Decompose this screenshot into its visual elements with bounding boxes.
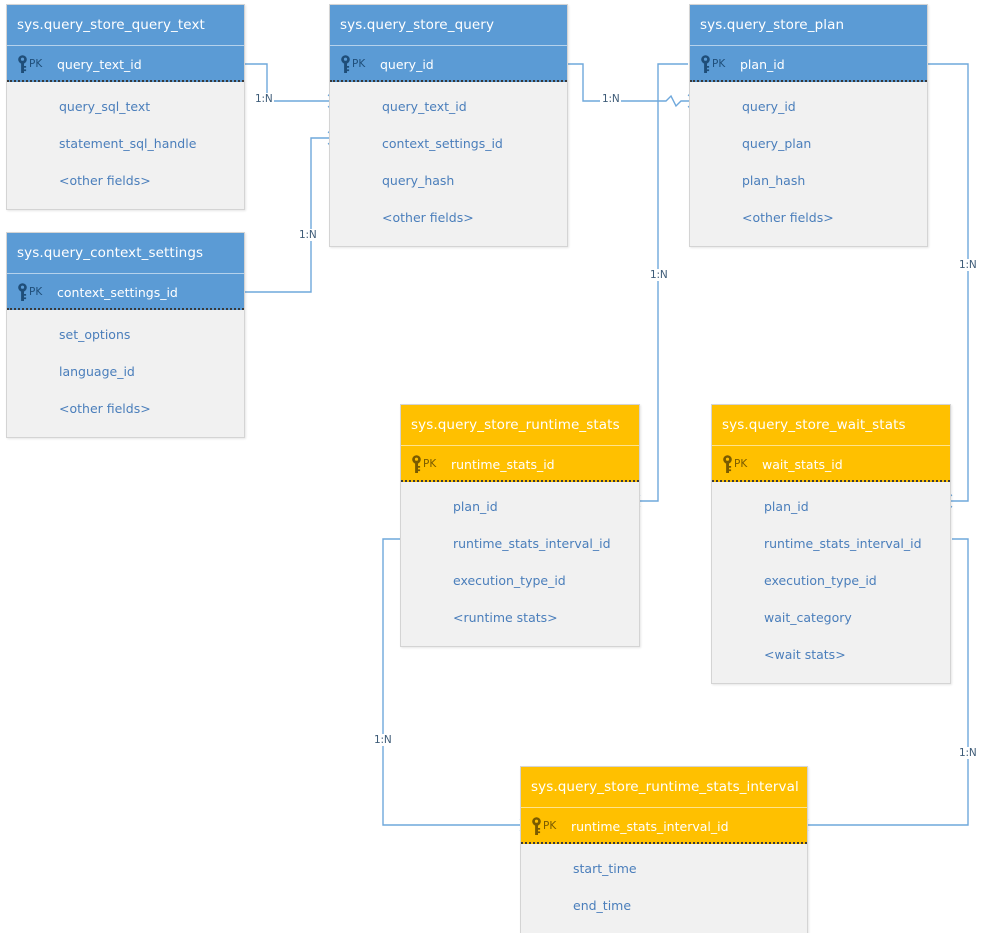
cardinality-label-wait-to-interval: 1:N (957, 747, 979, 759)
entity-field-list: query_id query_plan plan_hash <other fie… (690, 82, 927, 246)
field-row: execution_type_id (453, 573, 566, 588)
entity-primary-key-row[interactable]: PK wait_stats_id (712, 445, 950, 482)
pk-field-name: runtime_stats_interval_id (571, 819, 729, 834)
field-row: <other fields> (59, 173, 151, 188)
entity-title: sys.query_store_plan (690, 5, 927, 45)
field-row: <other fields> (382, 210, 474, 225)
field-row: <other fields> (742, 210, 834, 225)
pk-badge: PK (29, 286, 43, 298)
field-row: runtime_stats_interval_id (453, 536, 611, 551)
entity-title: sys.query_context_settings (7, 233, 244, 273)
pk-field-name: query_id (380, 57, 434, 72)
cardinality-label-plan-to-wait-stats: 1:N (957, 259, 979, 271)
entity-field-list: plan_id runtime_stats_interval_id execut… (401, 482, 639, 646)
entity-query-store-runtime-stats[interactable]: sys.query_store_runtime_stats PK runtime… (400, 404, 640, 647)
entity-query-store-plan[interactable]: sys.query_store_plan PK plan_id query_id… (689, 4, 928, 247)
entity-field-list: start_time end_time (521, 844, 807, 933)
entity-primary-key-row[interactable]: PK query_id (330, 45, 567, 82)
entity-title: sys.query_store_runtime_stats_interval (521, 767, 807, 807)
cardinality-label-plan-to-runtime-stats: 1:N (648, 269, 670, 281)
connector-settings-to-query (245, 131, 343, 293)
entity-title: sys.query_store_query_text (7, 5, 244, 45)
entity-field-list: set_options language_id <other fields> (7, 310, 244, 437)
pk-field-name: context_settings_id (57, 285, 178, 300)
entity-primary-key-row[interactable]: PK context_settings_id (7, 273, 244, 310)
key-icon (412, 455, 421, 473)
entity-title: sys.query_store_wait_stats (712, 405, 950, 445)
field-row: plan_id (764, 499, 809, 514)
field-row: set_options (59, 327, 131, 342)
key-icon (723, 455, 732, 473)
key-icon (701, 55, 710, 73)
entity-primary-key-row[interactable]: PK query_text_id (7, 45, 244, 82)
key-icon (18, 283, 27, 301)
cardinality-label-text-to-query: 1:N (253, 93, 275, 105)
key-icon (532, 817, 541, 835)
field-row: <wait stats> (764, 647, 846, 662)
key-icon (18, 55, 27, 73)
entity-title: sys.query_store_runtime_stats (401, 405, 639, 445)
field-row: query_text_id (382, 99, 467, 114)
entity-query-store-wait-stats[interactable]: sys.query_store_wait_stats PK wait_stats… (711, 404, 951, 684)
entity-query-context-settings[interactable]: sys.query_context_settings PK context_se… (6, 232, 245, 438)
pk-badge: PK (734, 458, 748, 470)
pk-badge: PK (543, 820, 557, 832)
field-row: end_time (573, 898, 632, 913)
field-row: plan_hash (742, 173, 806, 188)
pk-badge: PK (29, 58, 43, 70)
field-row: query_sql_text (59, 99, 151, 114)
field-row: context_settings_id (382, 136, 503, 151)
field-row: runtime_stats_interval_id (764, 536, 922, 551)
pk-badge: PK (352, 58, 366, 70)
field-row: <runtime stats> (453, 610, 558, 625)
field-row: query_id (742, 99, 796, 114)
connector-query-to-plan (568, 63, 703, 108)
entity-field-list: query_sql_text statement_sql_handle <oth… (7, 82, 244, 209)
field-row: query_hash (382, 173, 455, 188)
entity-primary-key-row[interactable]: PK plan_id (690, 45, 927, 82)
cardinality-label-runtime-to-interval: 1:N (372, 734, 394, 746)
entity-field-list: query_text_id context_settings_id query_… (330, 82, 567, 246)
field-row: statement_sql_handle (59, 136, 197, 151)
pk-field-name: query_text_id (57, 57, 142, 72)
entity-field-list: plan_id runtime_stats_interval_id execut… (712, 482, 950, 683)
entity-primary-key-row[interactable]: PK runtime_stats_interval_id (521, 807, 807, 844)
pk-badge: PK (423, 458, 437, 470)
pk-badge: PK (712, 58, 726, 70)
entity-primary-key-row[interactable]: PK runtime_stats_id (401, 445, 639, 482)
cardinality-label-settings-to-query: 1:N (297, 229, 319, 241)
field-row: execution_type_id (764, 573, 877, 588)
pk-field-name: plan_id (740, 57, 785, 72)
entity-query-store-query-text[interactable]: sys.query_store_query_text PK query_text… (6, 4, 245, 210)
entity-title: sys.query_store_query (330, 5, 567, 45)
cardinality-label-query-to-plan: 1:N (600, 93, 622, 105)
field-row: wait_category (764, 610, 852, 625)
field-row: <other fields> (59, 401, 151, 416)
pk-field-name: wait_stats_id (762, 457, 843, 472)
field-row: query_plan (742, 136, 812, 151)
field-row: plan_id (453, 499, 498, 514)
field-row: language_id (59, 364, 135, 379)
entity-query-store-query[interactable]: sys.query_store_query PK query_id query_… (329, 4, 568, 247)
field-row: start_time (573, 861, 637, 876)
key-icon (341, 55, 350, 73)
entity-query-store-runtime-stats-interval[interactable]: sys.query_store_runtime_stats_interval P… (520, 766, 808, 933)
pk-field-name: runtime_stats_id (451, 457, 555, 472)
